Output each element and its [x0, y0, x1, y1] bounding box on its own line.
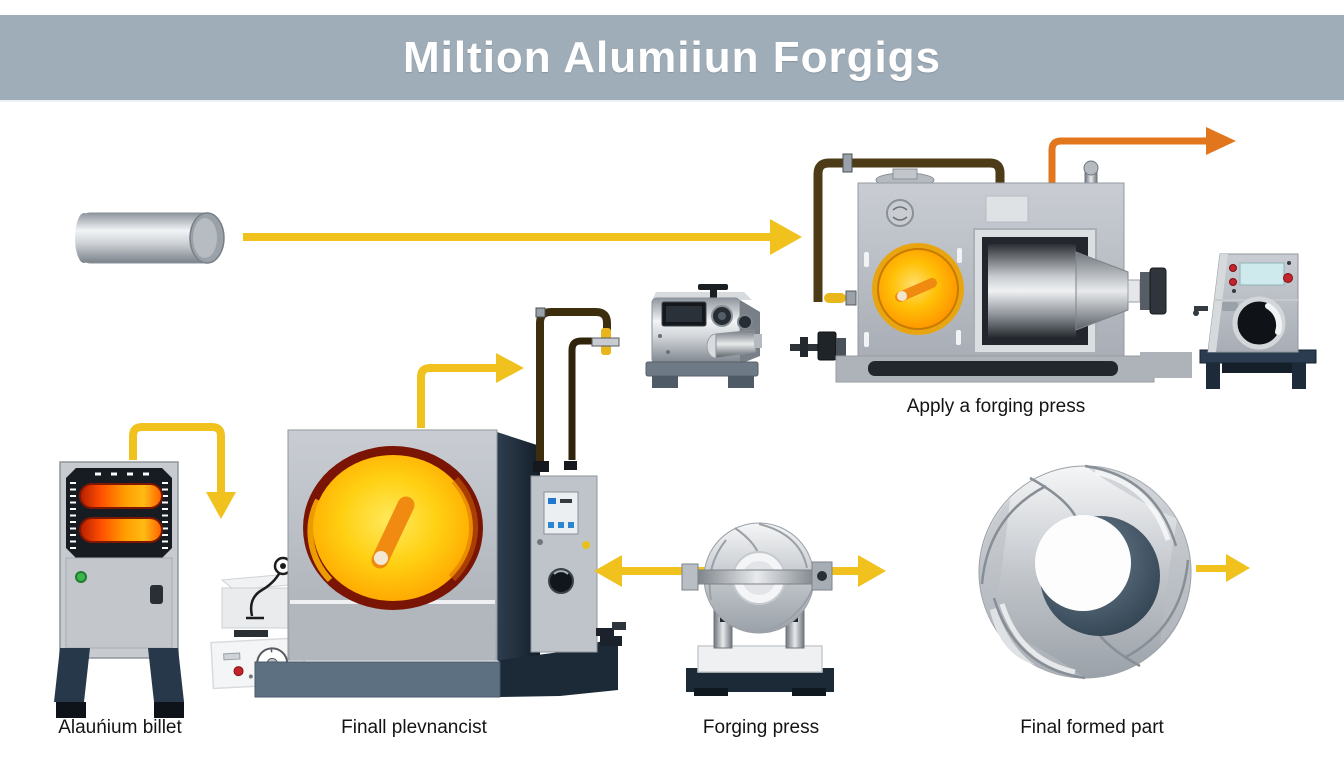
induction-heater-icon: [54, 461, 184, 718]
furnace-pipes: [533, 307, 620, 472]
forging-press-icon: [790, 127, 1236, 383]
caption-furnace: Finall plevnancist: [341, 717, 487, 738]
impeller-fixture-icon: [681, 522, 834, 696]
title-bar: Miltion Alumiiun Forgigs: [0, 15, 1344, 102]
bench-machine-icon: [645, 284, 762, 388]
caption-billet: Alauńium billet: [58, 717, 182, 738]
output-arrow-orange: [1048, 127, 1236, 184]
caption-apply-press: Apply a forging press: [906, 396, 1086, 417]
quench-machine-icon: [1140, 253, 1317, 389]
arrow-final-out: [1196, 554, 1250, 582]
formed-ring-icon: [978, 464, 1192, 680]
heating-furnace-icon: [254, 307, 626, 698]
robot-arm-unit-icon: [210, 556, 307, 690]
arrow-to-furnace: [417, 353, 524, 428]
caption-forging-press: Forging press: [702, 717, 820, 738]
flow-arrow-billet-to-press: [243, 219, 802, 255]
caption-final-part: Final formed part: [1020, 717, 1164, 738]
aluminum-billet-icon: [75, 212, 225, 264]
page-title: Miltion Alumiiun Forgigs: [402, 32, 942, 82]
arrow-heater-down: [129, 423, 236, 519]
